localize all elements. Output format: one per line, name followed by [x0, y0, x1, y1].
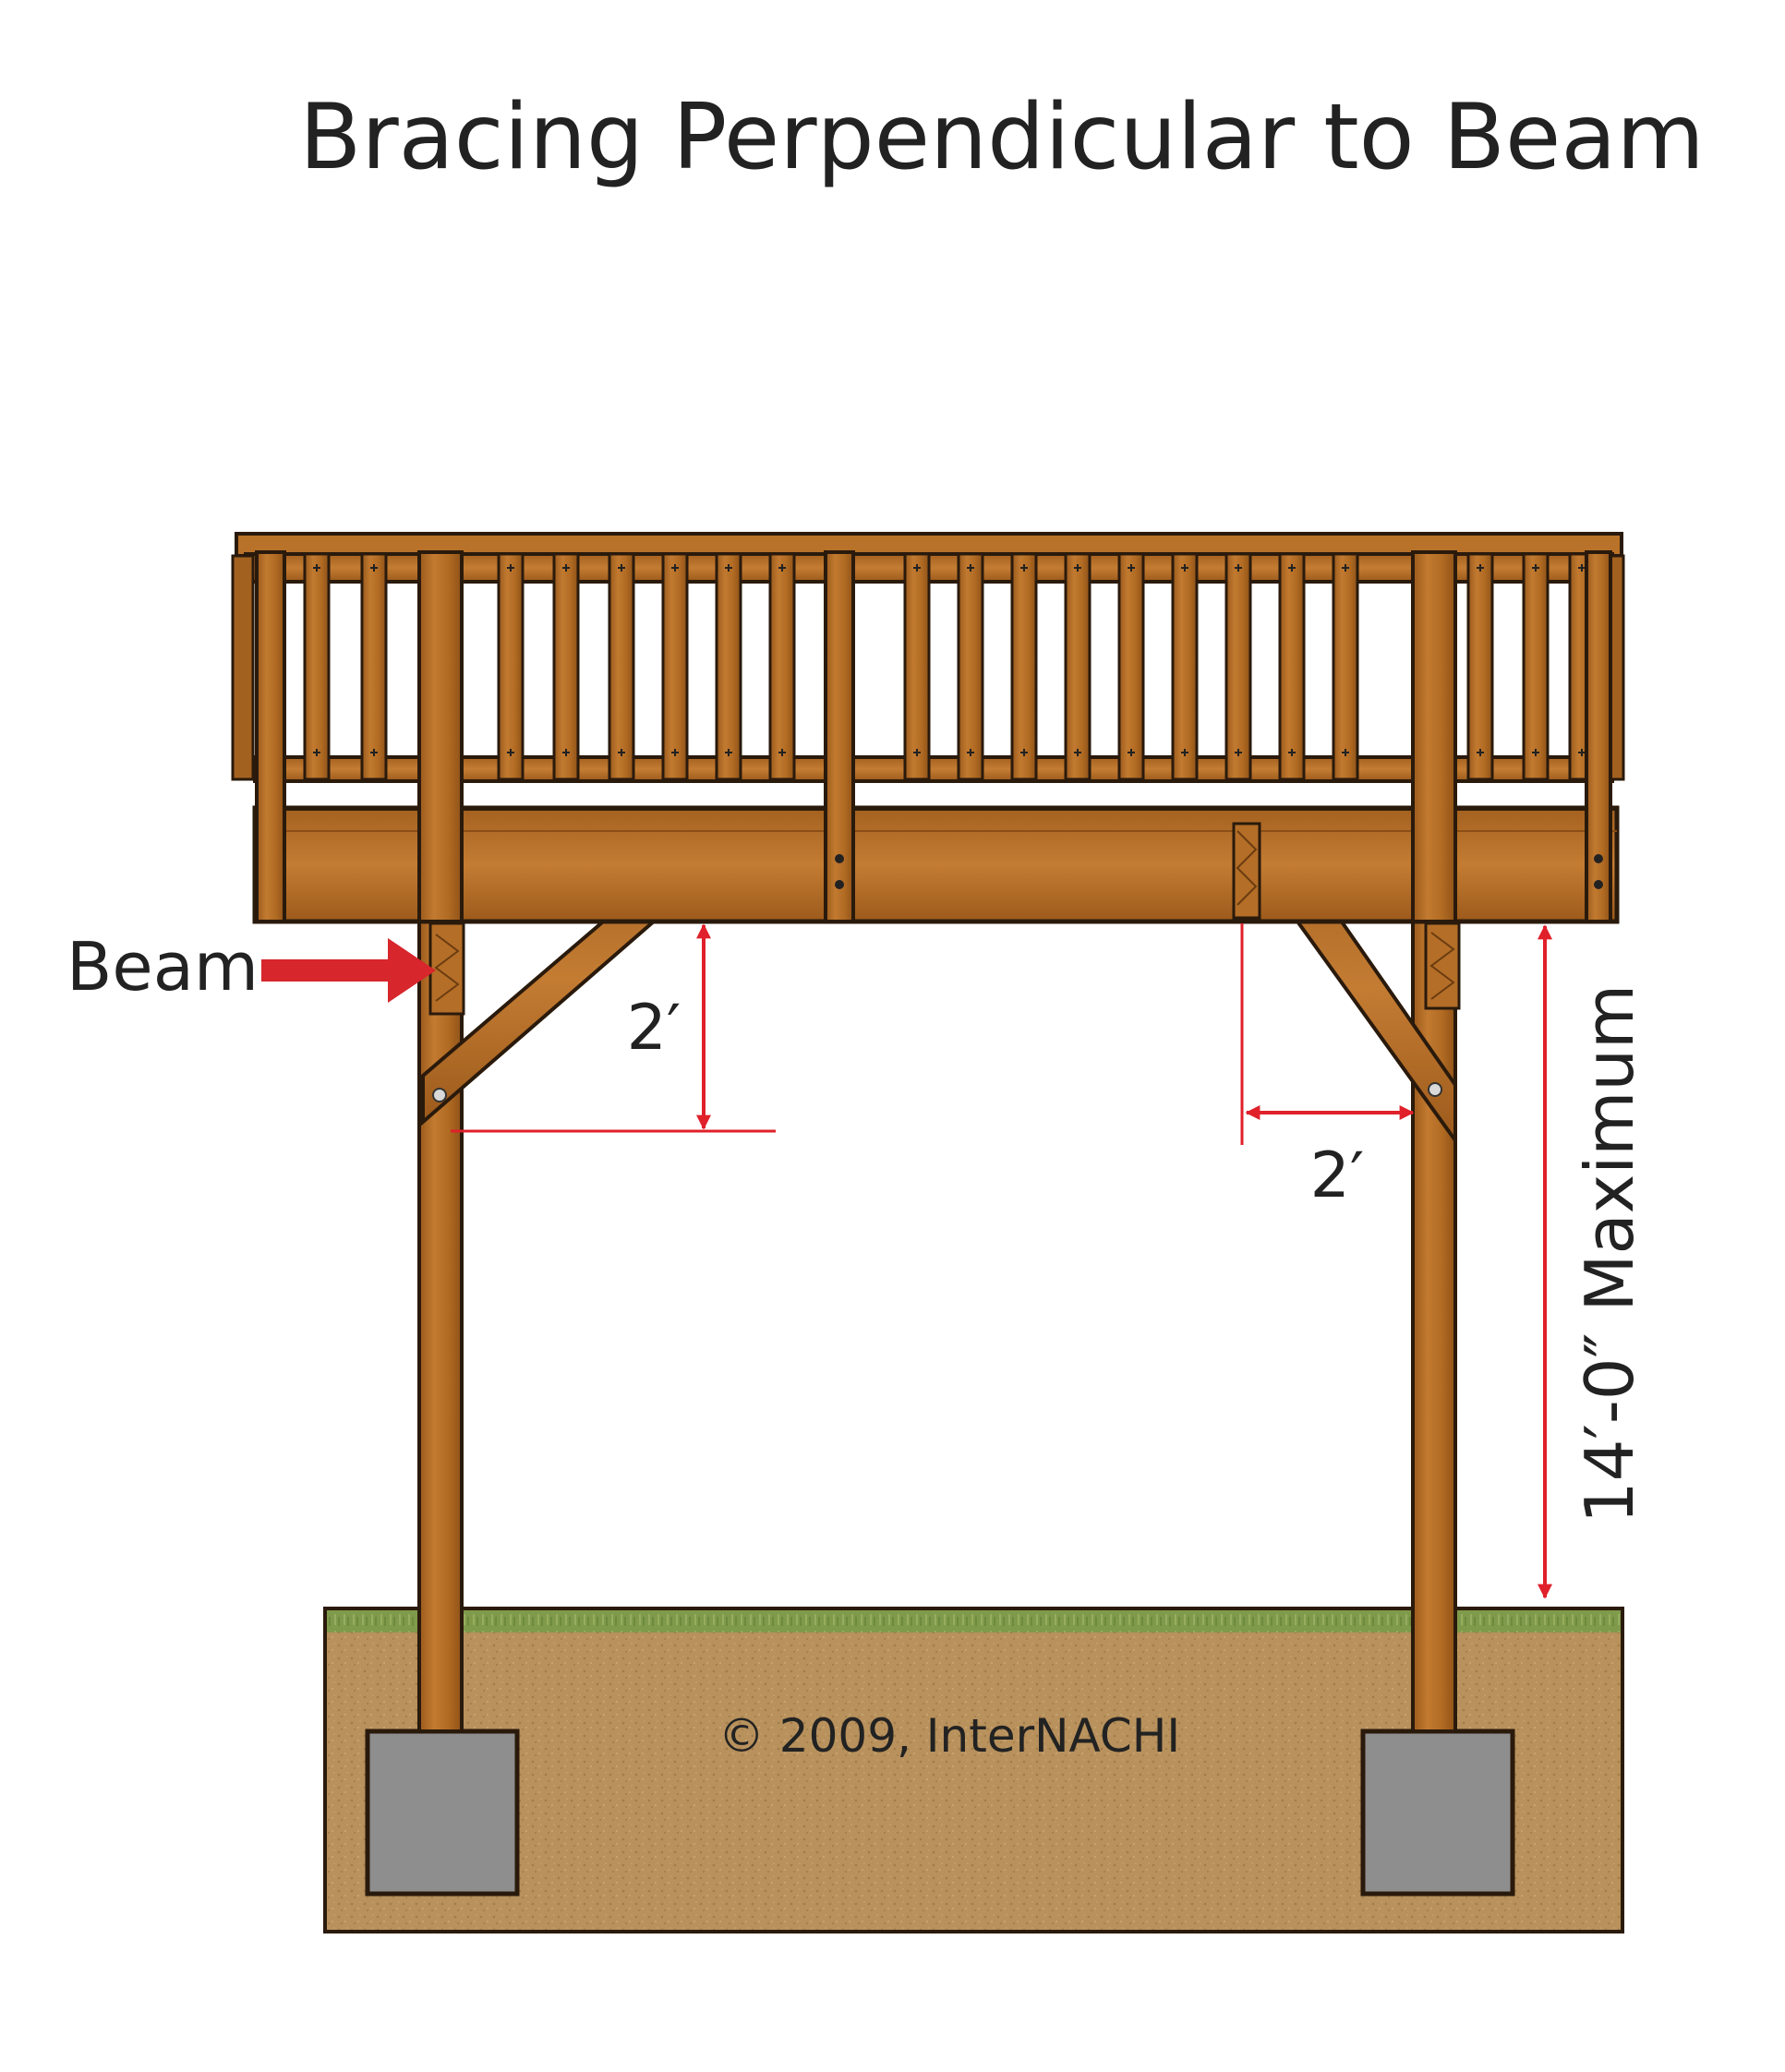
max-height-label: 14′-0″ Maximum — [1571, 984, 1648, 1524]
rim-joist — [252, 805, 1620, 924]
baluster-screw — [370, 749, 378, 756]
baluster-screw — [1342, 564, 1349, 572]
right-footing — [1360, 1729, 1515, 1897]
baluster-screw — [1477, 564, 1484, 572]
baluster-screw — [1128, 749, 1135, 756]
copyright-text: © 2009, InterNACHI — [718, 1709, 1180, 1763]
baluster-screw — [1288, 749, 1296, 756]
right-dimension — [1240, 923, 1415, 1145]
rail-post — [255, 550, 286, 923]
railing — [231, 532, 1625, 923]
baluster-screw — [1128, 564, 1135, 572]
baluster — [360, 552, 388, 781]
baluster-screw — [1020, 749, 1028, 756]
baluster-screw — [1074, 749, 1081, 756]
baluster — [903, 552, 931, 781]
baluster-screw — [507, 749, 514, 756]
baluster-screw — [370, 564, 378, 572]
baluster-screw — [778, 564, 786, 572]
left-beam-grain — [434, 934, 460, 1002]
left-dimension — [451, 923, 776, 1133]
baluster — [608, 552, 635, 781]
baluster-screw — [725, 564, 732, 572]
balusters — [303, 552, 1596, 781]
baluster — [552, 552, 580, 781]
baluster-screw — [1020, 564, 1028, 572]
baluster-screw — [1578, 749, 1586, 756]
baluster — [1117, 552, 1145, 781]
baluster-screw — [313, 564, 320, 572]
brace-bolt — [432, 1088, 447, 1102]
rail-post — [417, 550, 464, 923]
baluster — [1522, 552, 1550, 781]
left-post — [417, 912, 464, 1733]
beam-label: Beam — [66, 928, 259, 1006]
baluster-screw — [671, 749, 679, 756]
baluster-screw — [1181, 564, 1188, 572]
diagram-title: Bracing Perpendicular to Beam — [299, 85, 1705, 190]
baluster-screw — [913, 749, 921, 756]
baluster-screw — [313, 749, 320, 756]
baluster-screw — [725, 749, 732, 756]
baluster-screw — [1235, 749, 1242, 756]
baluster-screw — [1074, 564, 1081, 572]
left-footing — [365, 1729, 520, 1897]
baluster — [1466, 552, 1494, 781]
baluster-screw — [562, 749, 570, 756]
right-beam-grain — [1429, 932, 1455, 1000]
baluster-screw — [618, 564, 625, 572]
baluster — [957, 552, 984, 781]
baluster-screw — [1235, 564, 1242, 572]
baluster-screw — [562, 564, 570, 572]
beam-pointer-arrow — [261, 938, 436, 1003]
baluster-screw — [1288, 564, 1296, 572]
rail-post — [824, 550, 855, 923]
baluster — [768, 552, 796, 781]
baluster — [1171, 552, 1199, 781]
baluster-screw — [778, 749, 786, 756]
brace-bolt — [1428, 1082, 1442, 1097]
baluster-screw — [967, 749, 974, 756]
baluster — [1224, 552, 1252, 781]
left-dimension-label: 2′ — [627, 992, 681, 1065]
baluster-screw — [618, 749, 625, 756]
baluster-screw — [913, 564, 921, 572]
baluster — [1064, 552, 1092, 781]
rail-post — [1585, 550, 1612, 923]
baluster-screw — [671, 564, 679, 572]
left-beam-end — [428, 922, 465, 1016]
baluster — [661, 552, 689, 781]
baluster-screw — [1342, 749, 1349, 756]
rail-post — [1411, 550, 1457, 923]
baluster — [1010, 552, 1038, 781]
baluster-screw — [507, 564, 514, 572]
right-dimension-label: 2′ — [1310, 1139, 1365, 1212]
baluster-screw — [1578, 564, 1586, 572]
grass-strip — [327, 1610, 1621, 1632]
baluster-screw — [1477, 749, 1484, 756]
baluster-screw — [1181, 749, 1188, 756]
baluster-screw — [1532, 749, 1539, 756]
baluster — [1278, 552, 1306, 781]
baluster-screw — [1532, 564, 1539, 572]
baluster — [303, 552, 331, 781]
baluster — [715, 552, 742, 781]
baluster-screw — [967, 564, 974, 572]
baluster — [497, 552, 525, 781]
baluster — [1332, 552, 1359, 781]
